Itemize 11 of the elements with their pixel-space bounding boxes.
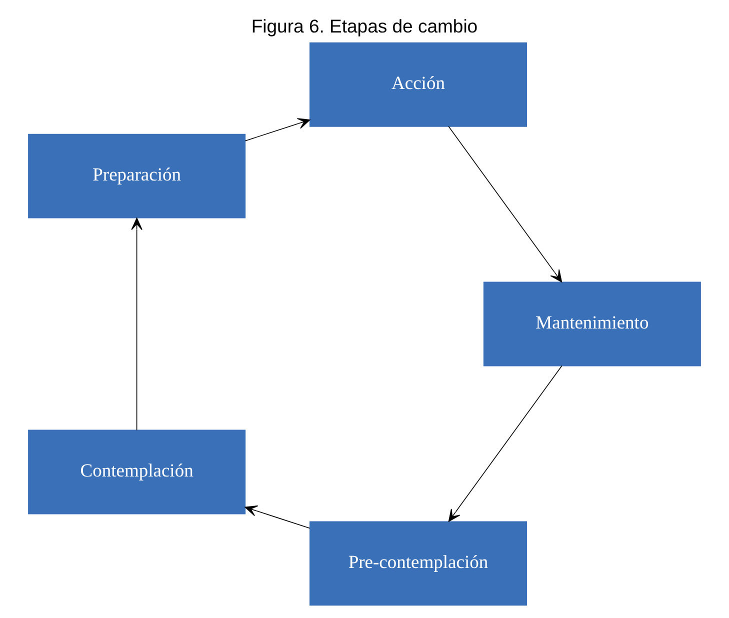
node-box: Acción — [309, 42, 527, 127]
arrow — [244, 118, 310, 142]
node-box: Contemplación — [28, 430, 246, 514]
node-box: Pre-contemplación — [309, 521, 527, 606]
node-box: Preparación — [28, 134, 246, 218]
node-box: Mantenimiento — [483, 282, 701, 366]
arrow — [448, 126, 562, 282]
arrow — [131, 218, 142, 431]
arrow — [244, 505, 310, 529]
diagram-title: Figura 6. Etapas de cambio — [251, 15, 478, 36]
arrow — [448, 365, 562, 522]
